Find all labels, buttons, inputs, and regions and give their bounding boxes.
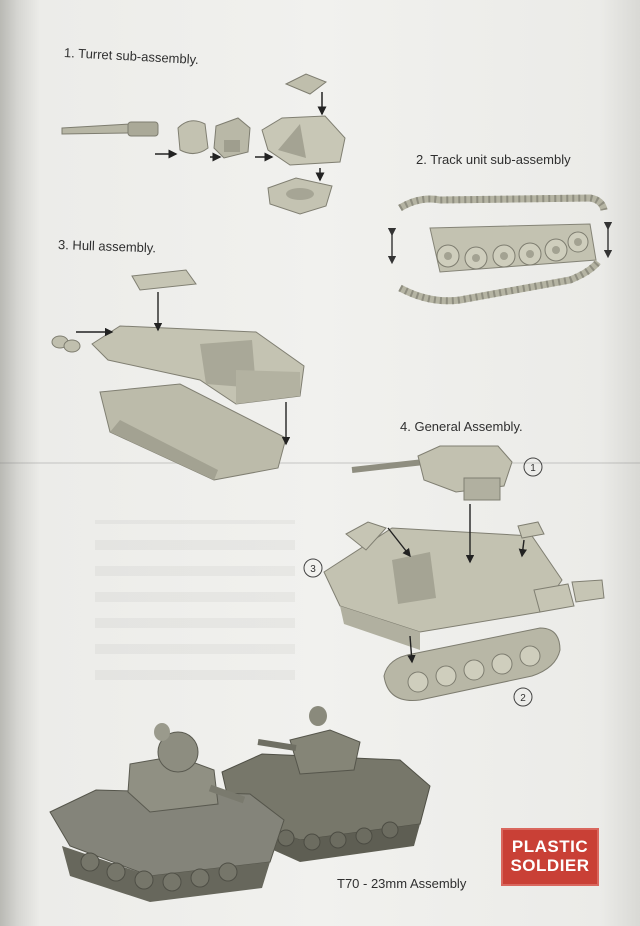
general-assembly <box>324 446 604 701</box>
step-2-title: 2. Track unit sub-assembly <box>416 152 571 168</box>
callout-3: 3 <box>310 564 316 575</box>
callout-2: 2 <box>520 693 526 704</box>
finished-models-photo <box>50 706 430 902</box>
callout-1: 1 <box>530 463 536 474</box>
logo-line-2: SOLDIER <box>503 856 597 875</box>
footer-caption: T70 - 23mm Assembly <box>337 876 466 892</box>
step-4-title: 4. General Assembly. <box>400 419 523 435</box>
logo-line-1: PLASTIC <box>503 837 597 856</box>
track-unit <box>392 198 608 301</box>
step-3-title: 3. Hull assembly. <box>58 237 157 256</box>
hull-parts <box>52 270 304 480</box>
turret-parts <box>62 74 345 214</box>
plastic-soldier-logo: PLASTIC SOLDIER <box>501 828 599 886</box>
